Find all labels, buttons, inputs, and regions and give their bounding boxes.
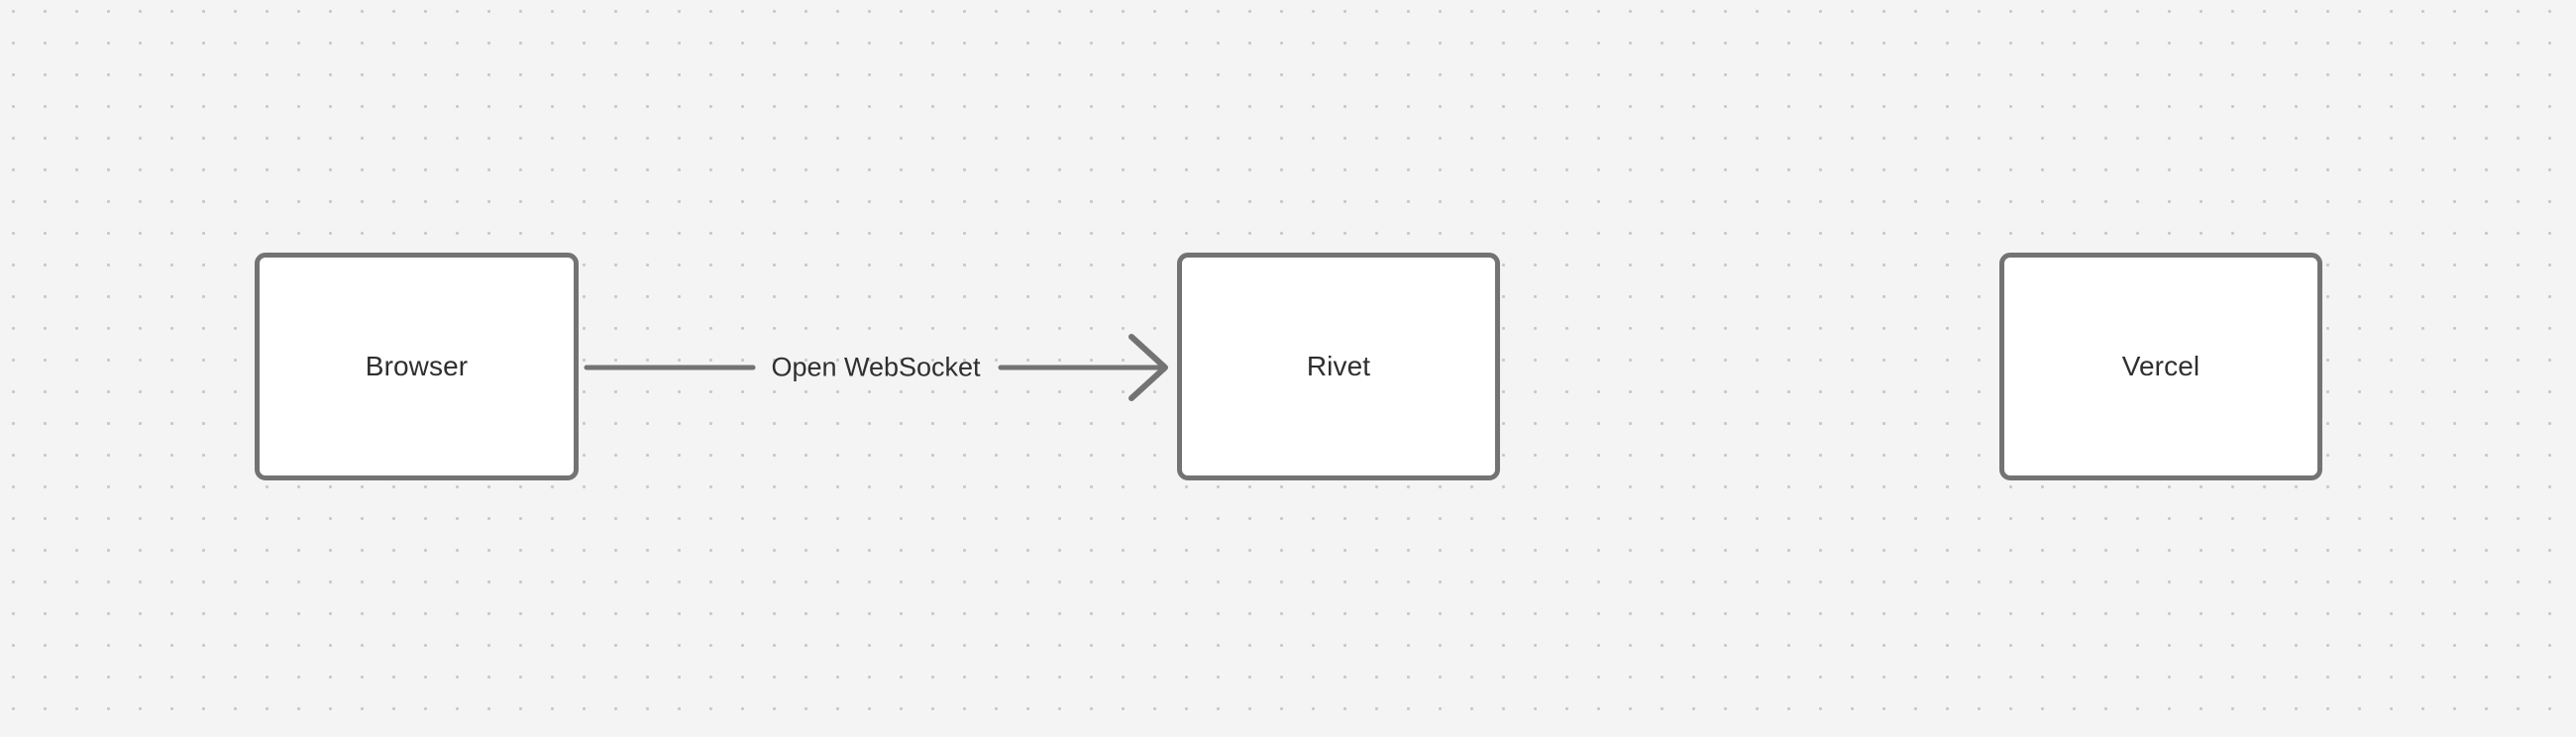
node-rivet-label: Rivet <box>1306 351 1371 381</box>
edge-label-open-websocket: Open WebSocket <box>771 352 981 382</box>
node-vercel-label: Vercel <box>2121 351 2200 381</box>
node-rivet[interactable]: Rivet <box>1177 253 1500 480</box>
node-browser-label: Browser <box>365 351 469 381</box>
arrowhead-icon <box>1128 334 1168 401</box>
node-vercel[interactable]: Vercel <box>1999 253 2322 480</box>
node-browser[interactable]: Browser <box>255 253 579 480</box>
